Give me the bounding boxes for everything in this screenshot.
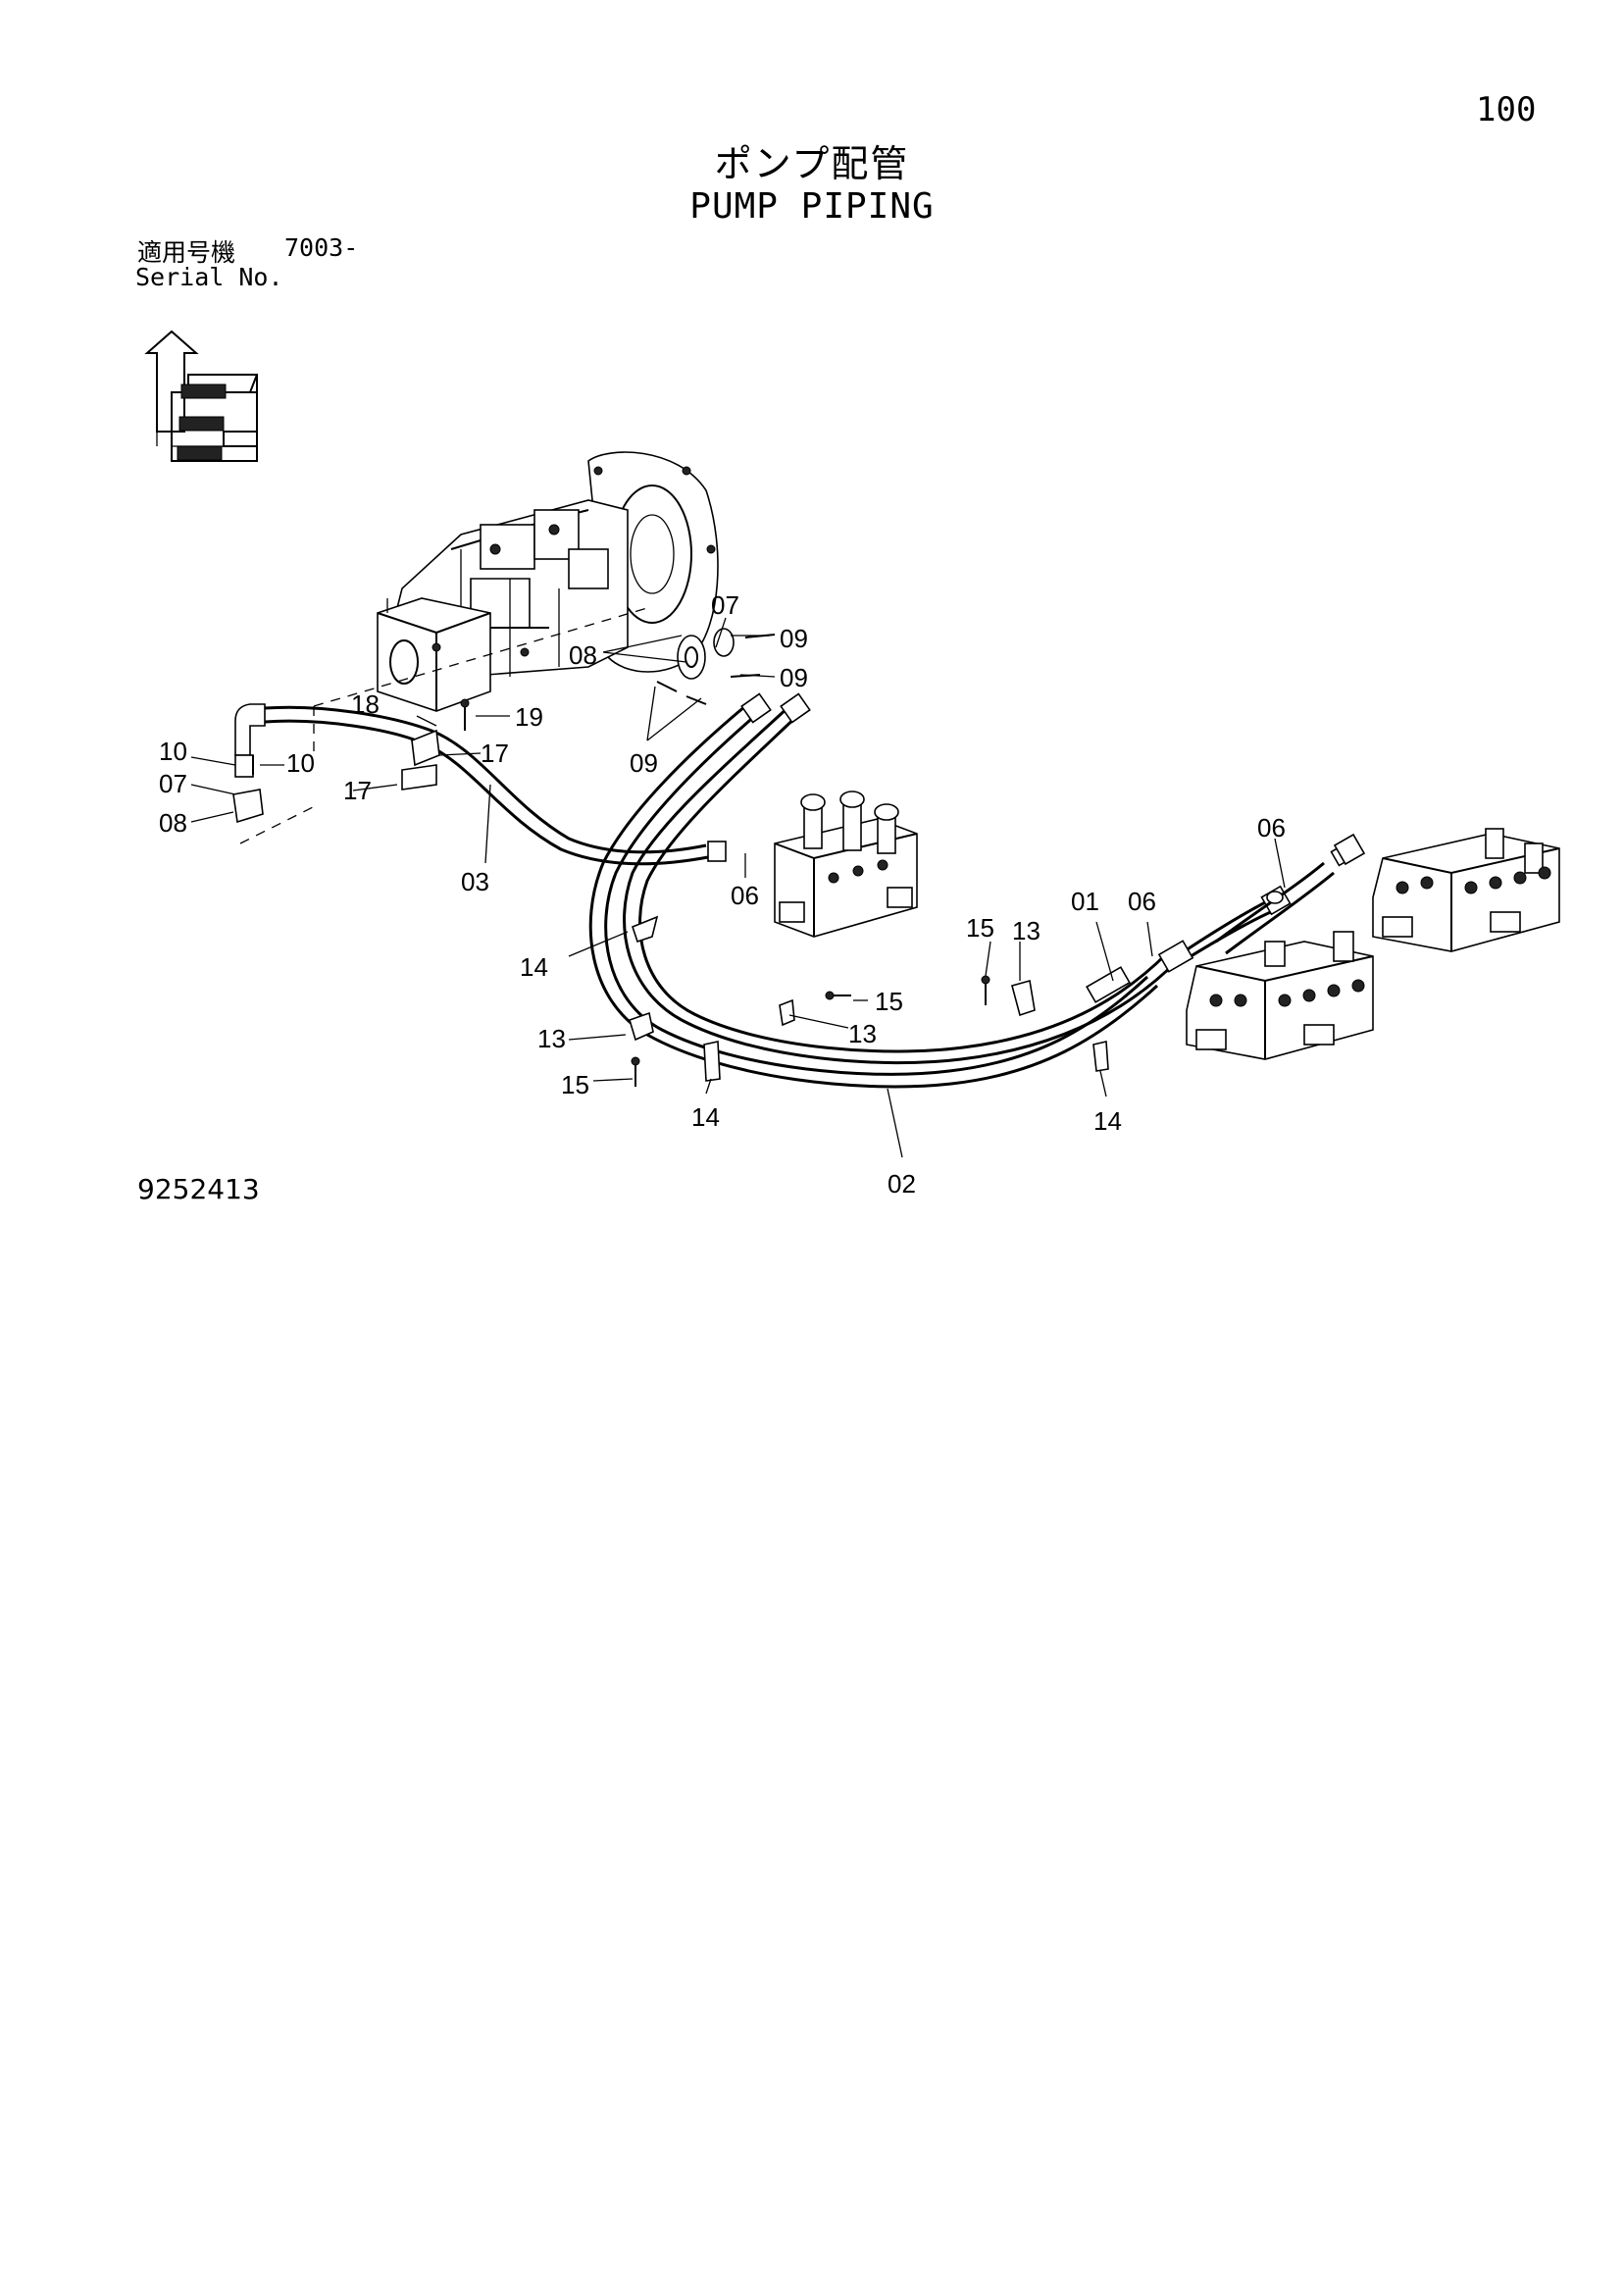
title-english: PUMP PIPING <box>689 186 935 227</box>
callout-03: 03 <box>461 867 489 896</box>
control-valve-rear <box>1372 828 1560 952</box>
control-valve-center <box>774 791 918 938</box>
hose-02-set <box>588 704 1276 1089</box>
callout-06-mid: 06 <box>1128 887 1156 916</box>
callout-13-right: 13 <box>1012 916 1040 945</box>
callout-18: 18 <box>351 689 380 719</box>
callout-14-right: 14 <box>1093 1106 1122 1136</box>
title-japanese: ポンプ配管 <box>714 142 910 185</box>
callout-01: 01 <box>1071 887 1099 916</box>
callout-15-right: 15 <box>966 913 994 943</box>
callout-06-center: 06 <box>731 881 759 910</box>
hose-clamps <box>401 729 1109 1082</box>
callout-08-pump: 08 <box>569 640 597 670</box>
page-number: 100 <box>1476 90 1537 129</box>
callout-10-right: 10 <box>286 748 315 778</box>
hose-suction-fitting <box>232 703 266 824</box>
leader-lines <box>190 617 1286 1158</box>
callout-13-left: 13 <box>537 1024 566 1053</box>
callout-08-left: 08 <box>159 808 187 838</box>
callout-02: 02 <box>888 1169 916 1199</box>
callout-13-center: 13 <box>848 1019 877 1048</box>
serial-label-english: Serial No. <box>135 263 283 291</box>
orientation-indicator-icon <box>144 330 258 462</box>
callout-09-top: 09 <box>780 624 808 653</box>
callout-19: 19 <box>515 702 543 732</box>
callout-14-top: 14 <box>520 952 548 982</box>
callout-06-right: 06 <box>1257 813 1286 842</box>
pump-end-block <box>377 597 491 712</box>
callout-07-left: 07 <box>159 769 187 798</box>
serial-label-japanese: 適用号機 <box>137 238 236 267</box>
bolts <box>252 698 990 1087</box>
hose-to-rear-valve <box>1215 861 1335 955</box>
pump-port-flange <box>656 628 776 705</box>
callout-07-pump: 07 <box>711 590 739 620</box>
control-valve-front <box>1186 931 1374 1060</box>
callout-17-right: 17 <box>481 739 509 768</box>
hose-03 <box>264 705 727 866</box>
callout-15-center: 15 <box>875 987 903 1016</box>
callout-15-left: 15 <box>561 1070 589 1099</box>
reference-dashed-lines <box>239 607 648 844</box>
callout-14-bottom: 14 <box>691 1102 720 1132</box>
drawing-number: 9252413 <box>137 1173 260 1205</box>
callout-17-left: 17 <box>343 776 372 805</box>
callout-09-bottom: 09 <box>630 748 658 778</box>
callout-10-left: 10 <box>159 737 187 766</box>
serial-value: 7003- <box>284 233 359 262</box>
callout-09-mid: 09 <box>780 663 808 692</box>
